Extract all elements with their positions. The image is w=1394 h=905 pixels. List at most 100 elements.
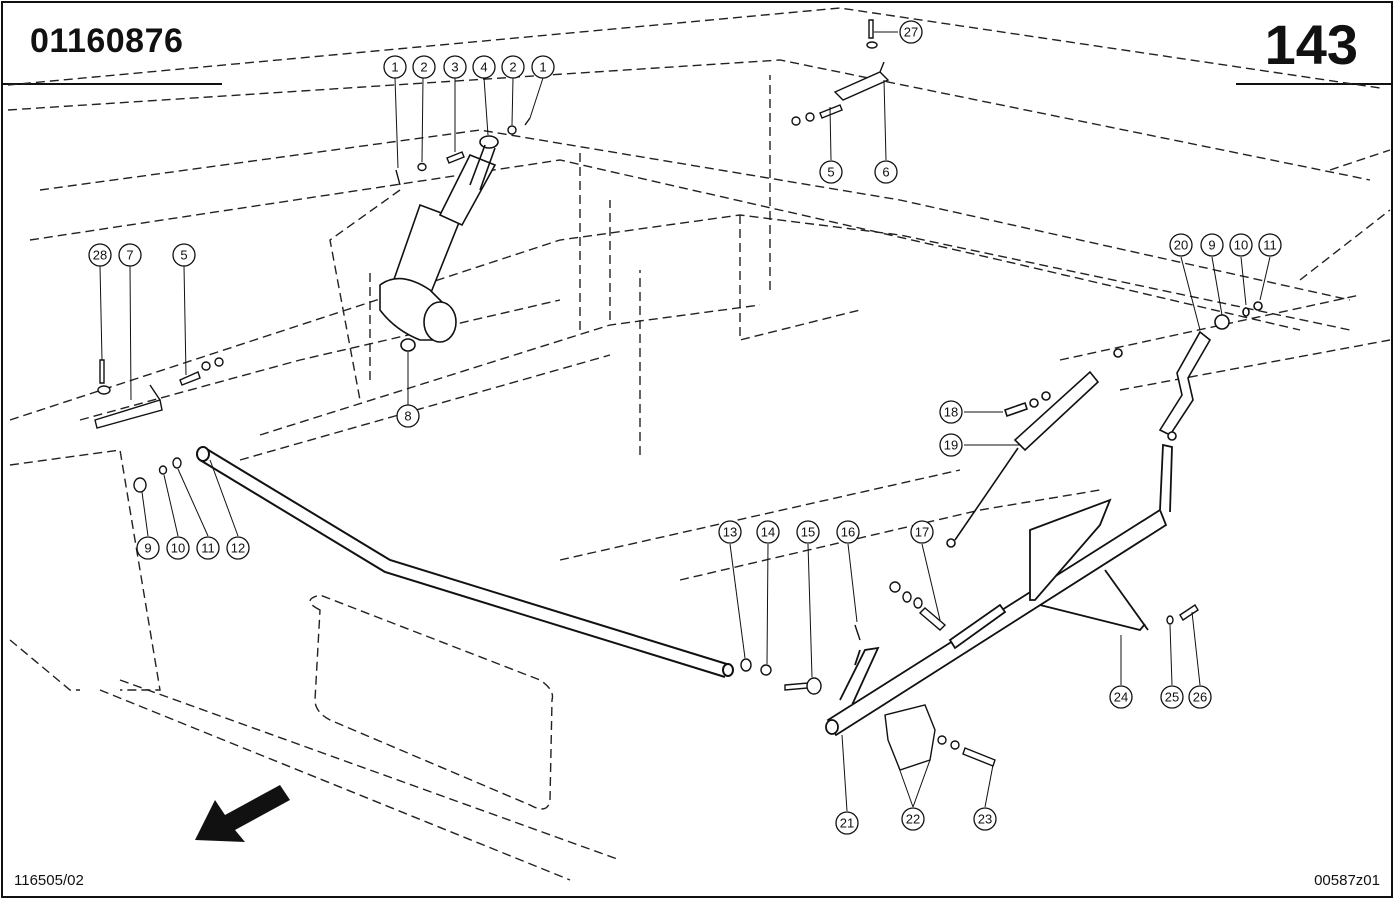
callout-circle <box>910 520 934 544</box>
callout-16: 16 <box>836 520 860 544</box>
callout-label: 27 <box>904 25 918 40</box>
machine-body-outline <box>7 7 1391 881</box>
callout-circle <box>383 55 407 79</box>
callout-circle <box>901 807 925 831</box>
callout-circle <box>136 536 160 560</box>
callout-circle <box>118 243 142 267</box>
callout-label: 9 <box>144 541 151 556</box>
gas-strut <box>946 348 1123 548</box>
callout-label: 2 <box>420 60 427 75</box>
callout-circle <box>412 55 436 79</box>
footer-right-code: 00587z01 <box>1314 872 1380 889</box>
callout-circle <box>899 20 923 44</box>
callout-label: 9 <box>1208 238 1215 253</box>
rod-fasteners-left <box>133 457 182 493</box>
callout-28: 28 <box>88 243 112 267</box>
callout-11a: 11 <box>1258 233 1282 257</box>
callout-20: 20 <box>1169 233 1193 257</box>
callout-21: 21 <box>835 811 859 835</box>
callout-5a: 5 <box>819 160 843 184</box>
callout-27: 27 <box>899 20 923 44</box>
callout-circle <box>166 536 190 560</box>
callout-circle <box>756 520 780 544</box>
callout-label: 16 <box>841 525 855 540</box>
callout-9b: 9 <box>136 536 160 560</box>
callout-label: 22 <box>906 812 920 827</box>
callout-circle <box>796 520 820 544</box>
callout-label: 2 <box>509 60 516 75</box>
callout-circle <box>88 243 112 267</box>
callout-7: 7 <box>118 243 142 267</box>
callout-18: 18 <box>939 400 963 424</box>
callout-3: 3 <box>443 55 467 79</box>
document-number: 01160876 <box>30 22 184 60</box>
callout-label: 3 <box>451 60 458 75</box>
callout-label: 25 <box>1165 690 1179 705</box>
callout-circle <box>472 55 496 79</box>
callout-11b: 11 <box>196 536 220 560</box>
callout-9a: 9 <box>1200 233 1224 257</box>
callout-label: 6 <box>882 165 889 180</box>
callout-circle <box>531 55 555 79</box>
callout-12: 12 <box>226 536 250 560</box>
callout-15: 15 <box>796 520 820 544</box>
direction-arrow <box>195 785 290 842</box>
callout-label: 5 <box>180 248 187 263</box>
callout-4: 4 <box>472 55 496 79</box>
callout-label: 8 <box>404 409 411 424</box>
callout-26: 26 <box>1188 685 1212 709</box>
hydraulic-cylinder <box>379 135 499 352</box>
callout-circle <box>443 55 467 79</box>
callout-14: 14 <box>756 520 780 544</box>
callout-label: 7 <box>126 248 133 263</box>
link-bar-20 <box>1158 301 1263 441</box>
callout-circle <box>1200 233 1224 257</box>
callout-label: 19 <box>944 438 958 453</box>
callout-label: 1 <box>539 60 546 75</box>
callout-23: 23 <box>973 807 997 831</box>
callout-8: 8 <box>396 404 420 428</box>
callout-label: 4 <box>480 60 487 75</box>
callout-24: 24 <box>1109 685 1133 709</box>
callout-5b: 5 <box>172 243 196 267</box>
callout-label: 21 <box>840 816 854 831</box>
callout-circle <box>939 433 963 457</box>
callout-label: 13 <box>723 525 737 540</box>
callout-label: 5 <box>827 165 834 180</box>
callout-circle <box>172 243 196 267</box>
callout-circle <box>1160 685 1184 709</box>
fasteners-top <box>395 19 890 186</box>
callout-13: 13 <box>718 520 742 544</box>
callout-label: 10 <box>1234 238 1248 253</box>
callout-22: 22 <box>901 807 925 831</box>
callout-1b: 1 <box>531 55 555 79</box>
callout-label: 23 <box>978 812 992 827</box>
callout-label: 20 <box>1174 238 1188 253</box>
callout-label: 24 <box>1114 690 1128 705</box>
callout-circle <box>501 55 525 79</box>
frame-21 <box>825 443 1173 737</box>
callout-1a: 1 <box>383 55 407 79</box>
callout-circle <box>226 536 250 560</box>
callout-circle <box>718 520 742 544</box>
callout-2b: 2 <box>501 55 525 79</box>
rod-12 <box>196 446 734 678</box>
callout-6: 6 <box>874 160 898 184</box>
callout-label: 28 <box>93 248 107 263</box>
callout-circle <box>835 811 859 835</box>
footer-left-code: 116505/02 <box>14 872 84 889</box>
callout-circle <box>1188 685 1212 709</box>
callout-circle <box>396 404 420 428</box>
callout-circle <box>836 520 860 544</box>
callout-2a: 2 <box>412 55 436 79</box>
page-number: 143 <box>1264 13 1358 76</box>
callout-circle <box>973 807 997 831</box>
callout-25: 25 <box>1160 685 1184 709</box>
callout-circle <box>1229 233 1253 257</box>
callout-label: 18 <box>944 405 958 420</box>
callout-label: 14 <box>761 525 775 540</box>
